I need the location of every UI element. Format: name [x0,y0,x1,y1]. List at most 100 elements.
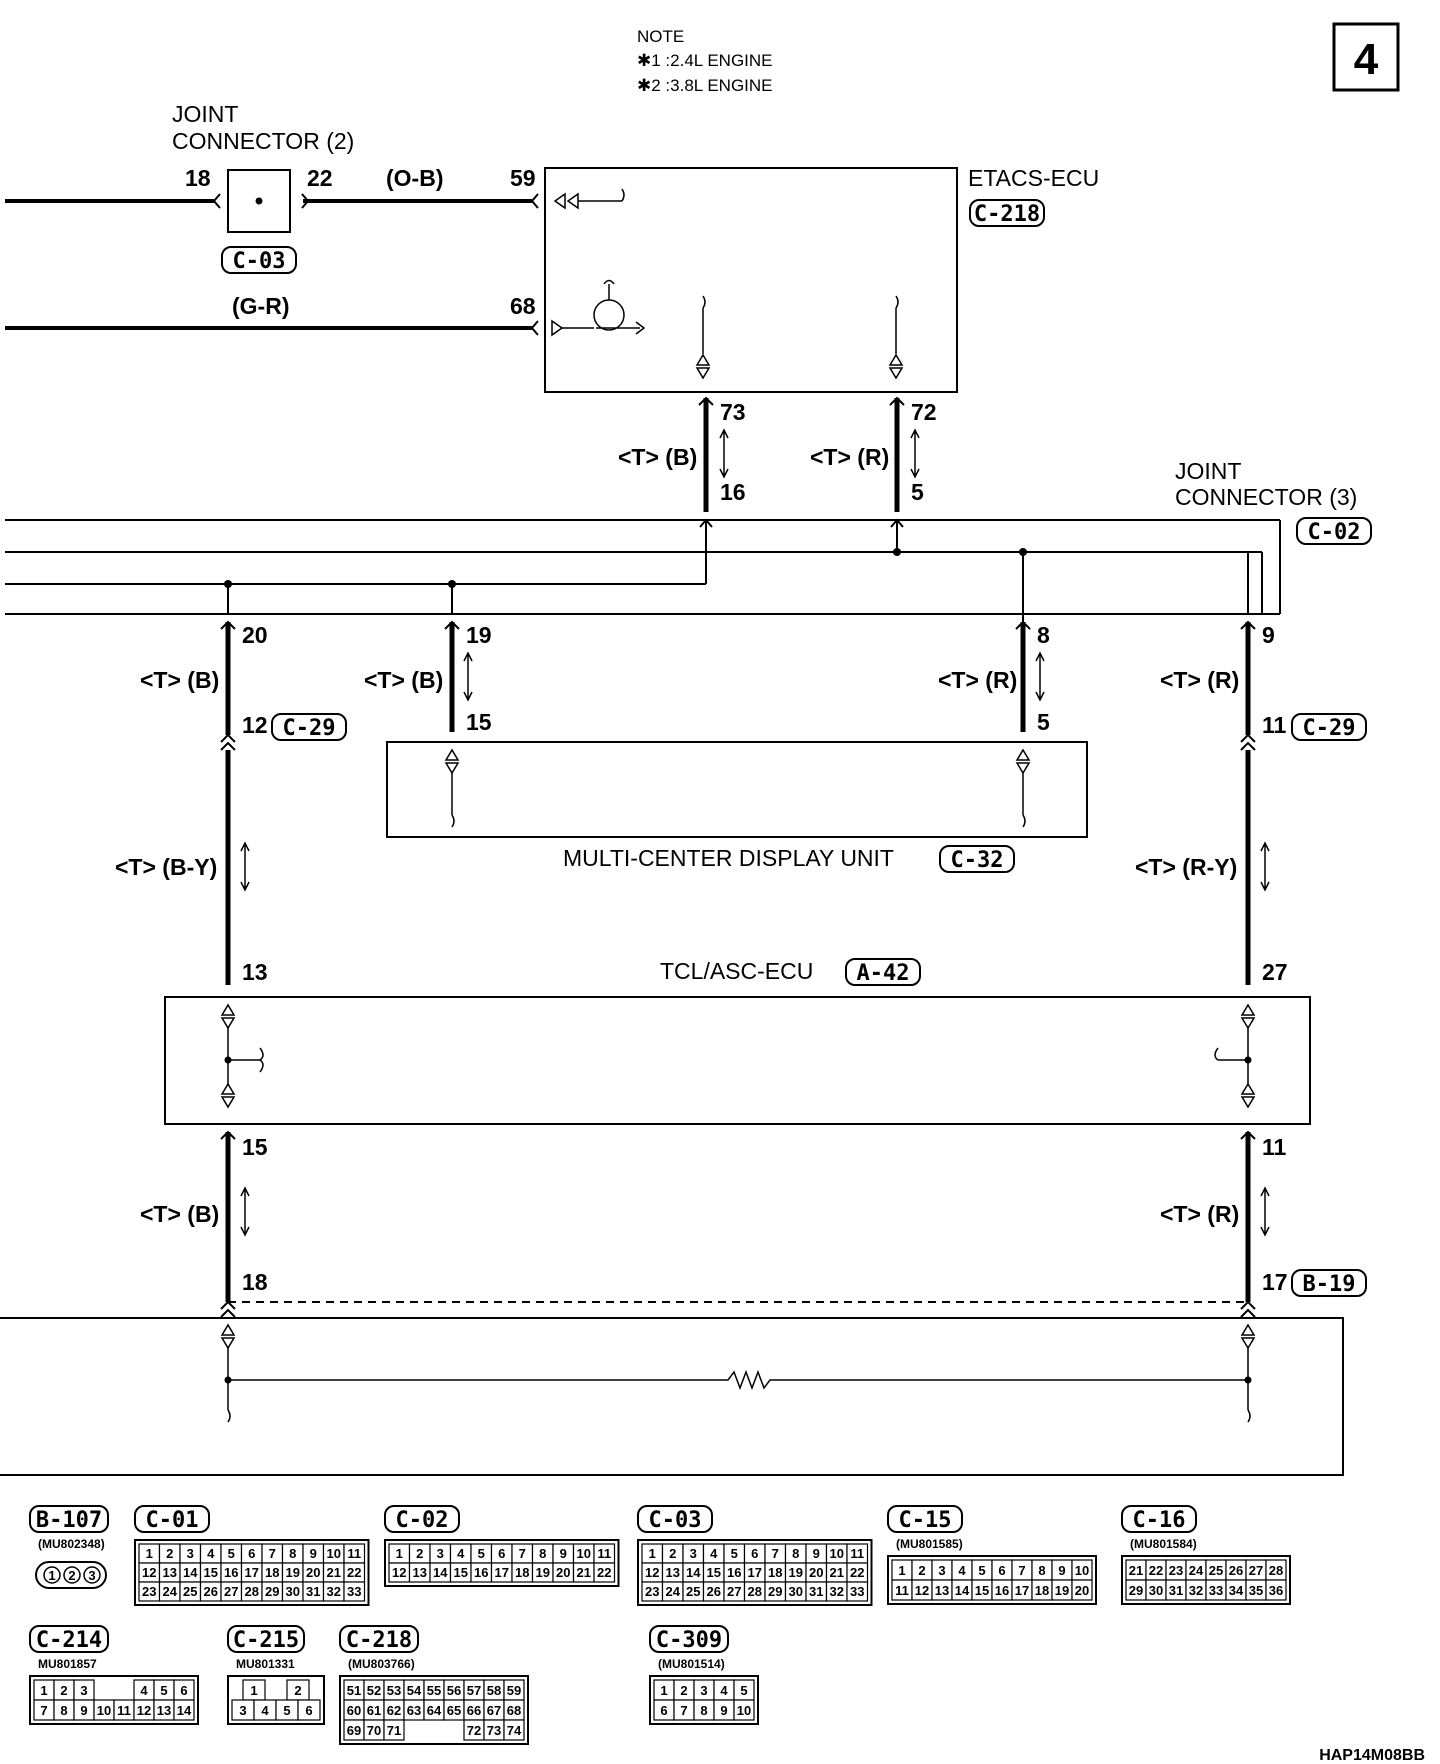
legend-pin: 2 [416,1546,423,1561]
legend-pin: 5 [731,1546,738,1561]
legend-id: C-215 [233,1628,299,1653]
legend-pin: 28 [1269,1563,1283,1578]
joint-connector-3: JOINT CONNECTOR (3) C-02 [1175,458,1372,545]
legend-pin: 55 [427,1683,441,1698]
legend-pin: 67 [487,1703,501,1718]
legend-id: C-16 [1133,1508,1186,1533]
note-line-1: ✱1 :2.4L ENGINE [637,51,773,70]
joint3-line2: CONNECTOR (3) [1175,484,1357,510]
pin-19: 19 [466,622,492,648]
etacs-pin-59: 59 [510,165,536,191]
legend-pin: 12 [392,1565,406,1580]
pin-15-mcdu: 15 [466,709,492,735]
legend-pin: 6 [660,1703,667,1718]
legend-pin: 18 [515,1565,529,1580]
legend-pin: 1 [649,1546,656,1561]
legend-pin: 32 [830,1584,844,1599]
pin-16: 16 [720,479,746,505]
legend-pin: 3 [938,1563,945,1578]
c29-tag-left: C-29 [283,716,336,741]
legend-pin: 2 [669,1546,676,1561]
svg-text:4: 4 [1354,35,1379,84]
legend-pin: 10 [577,1546,591,1561]
legend-pin: 66 [467,1703,481,1718]
legend-pin: 16 [727,1565,741,1580]
legend-part: (MU801584) [1130,1537,1197,1551]
pin-11-lower: 11 [1262,1134,1287,1160]
legend-pin: 1 [48,1568,55,1583]
etacs-pin-68: 68 [510,293,536,319]
wire-20-label: <T> (B) [140,667,219,693]
multi-center-display-unit: MULTI-CENTER DISPLAY UNIT C-32 [386,741,1088,873]
wire-73-label: <T> (B) [618,444,697,470]
legend-pin: 14 [955,1583,970,1598]
legend-pin: 22 [597,1565,611,1580]
legend-pin: 3 [700,1683,707,1698]
legend-pin: 9 [813,1546,820,1561]
wire-12-label: <T> (B-Y) [115,854,217,880]
pin-27: 27 [1262,959,1288,985]
terminating-module [0,1317,1344,1476]
legend-pin: 13 [935,1583,949,1598]
legend-pin: 15 [975,1583,989,1598]
legend-pin: 16 [995,1583,1009,1598]
legend-pin: 52 [367,1683,381,1698]
legend-pin: 2 [60,1683,67,1698]
legend-pin: 5 [228,1546,235,1561]
legend-pin: 18 [768,1565,782,1580]
pin-5-upper: 5 [911,479,924,505]
legend-pin: 33 [850,1584,864,1599]
legend-pin: 14 [183,1565,198,1580]
legend-pin: 14 [433,1565,448,1580]
legend-pin: 5 [478,1546,485,1561]
legend-pin: 7 [519,1546,526,1561]
legend-pin: 8 [700,1703,707,1718]
pin-17: 17 [1262,1269,1288,1295]
joint2-pin-18: 18 [185,165,211,191]
mcdu-connector-tag: C-32 [951,848,1004,873]
legend-part: MU801331 [236,1657,295,1671]
legend-pin: 3 [88,1568,95,1583]
legend-pin: 4 [457,1546,465,1561]
note-line-2: ✱2 :3.8L ENGINE [637,76,773,95]
wire-ob-label: (O-B) [386,165,443,191]
legend-pin: 14 [177,1703,192,1718]
etacs-pin-73: 73 [720,399,746,425]
legend-pin: 16 [224,1565,238,1580]
legend-pin: 6 [305,1703,312,1718]
footer-code: HAP14M08BB [1319,1747,1425,1764]
legend-pin: 9 [1058,1563,1065,1578]
legend-id: B-107 [36,1508,102,1533]
legend-pin: 4 [207,1546,215,1561]
wire-11-label: <T> (R-Y) [1135,854,1237,880]
pin-13: 13 [242,959,268,985]
legend-pin: 29 [768,1584,782,1599]
legend-pin: 18 [265,1565,279,1580]
legend-pin: 2 [294,1683,301,1698]
pin-15: 15 [242,1134,268,1160]
tcl-asc-ecu: TCL/ASC-ECU A-42 [164,958,1311,1125]
legend-pin: 69 [347,1723,361,1738]
legend-pin: 4 [958,1563,966,1578]
legend-pin: 30 [286,1584,300,1599]
legend-pin: 7 [1018,1563,1025,1578]
legend-pin: 65 [447,1703,461,1718]
legend-pin: 68 [507,1703,521,1718]
etacs-name: ETACS-ECU [968,165,1099,191]
legend-pin: 15 [204,1565,218,1580]
legend-part: (MU803766) [348,1657,415,1671]
note-block: NOTE ✱1 :2.4L ENGINE ✱2 :3.8L ENGINE [637,27,773,95]
legend-id: C-218 [346,1628,412,1653]
legend-pin: 29 [265,1584,279,1599]
legend-pin: 54 [407,1683,422,1698]
pin-5-mcdu: 5 [1037,709,1050,735]
legend-pin: 53 [387,1683,401,1698]
legend-id: C-214 [36,1628,102,1653]
etacs-pin-72: 72 [911,399,937,425]
page-badge: 4 [1332,22,1400,92]
wire-gr-label: (G-R) [232,293,289,319]
